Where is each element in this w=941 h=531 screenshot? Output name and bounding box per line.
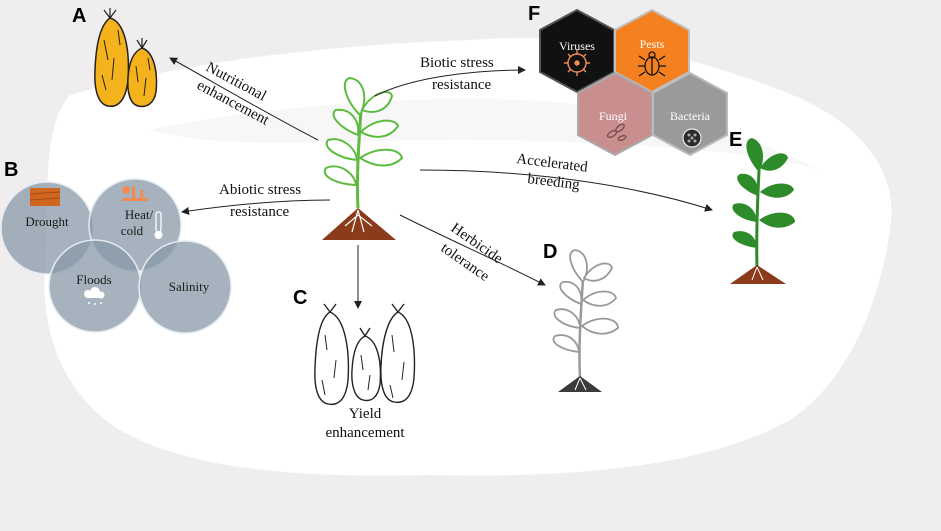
panel-label-e: E <box>729 129 742 151</box>
biotic-label-1: Biotic stress <box>420 55 494 71</box>
fungi-label: Fungi <box>599 109 628 123</box>
pests-label: Pests <box>640 37 665 51</box>
panel-c-fruits <box>314 303 416 406</box>
heat-icon <box>122 186 148 201</box>
panel-a-fruits <box>94 8 158 108</box>
beetle-icon <box>638 51 666 77</box>
abiotic-label-1: Abiotic stress <box>219 182 301 198</box>
panel-label-f: F <box>528 3 540 25</box>
viruses-label: Viruses <box>559 39 595 53</box>
bacteria-icon <box>682 128 702 148</box>
hex-bacteria <box>652 71 728 157</box>
rain-cloud-icon <box>84 287 105 305</box>
heat-label: Heat/ <box>125 207 154 222</box>
panel-label-b: B <box>4 159 18 181</box>
central-plant <box>322 76 404 240</box>
yield-label-1: Yield <box>349 406 382 422</box>
floods-label: Floods <box>76 272 111 287</box>
panel-e-plant <box>730 138 795 284</box>
fungi-icon <box>606 123 627 141</box>
panel-label-d: D <box>543 241 557 263</box>
abiotic-label-2: resistance <box>230 204 289 220</box>
panel-b-circles: Drought Heat/ cold Floods Salinity <box>0 178 232 334</box>
cold-label: cold <box>121 223 144 238</box>
drought-icon <box>30 188 60 206</box>
thermometer-icon <box>154 211 163 239</box>
arrows <box>169 57 713 309</box>
salinity-label: Salinity <box>169 279 210 294</box>
panel-f-hexagons: Viruses Pests Fungi Bacteria <box>539 8 728 157</box>
panel-label-c: C <box>293 287 307 309</box>
panel-d-plant <box>552 249 619 392</box>
salinity-circle <box>138 240 232 334</box>
panel-label-a: A <box>72 5 86 27</box>
yield-label-2: enhancement <box>325 425 405 441</box>
virus-icon <box>564 50 590 76</box>
accelerated-label-2: breeding <box>527 171 582 193</box>
drought-label: Drought <box>25 214 69 229</box>
biotic-label-2: resistance <box>432 77 491 93</box>
bacteria-label: Bacteria <box>670 109 711 123</box>
